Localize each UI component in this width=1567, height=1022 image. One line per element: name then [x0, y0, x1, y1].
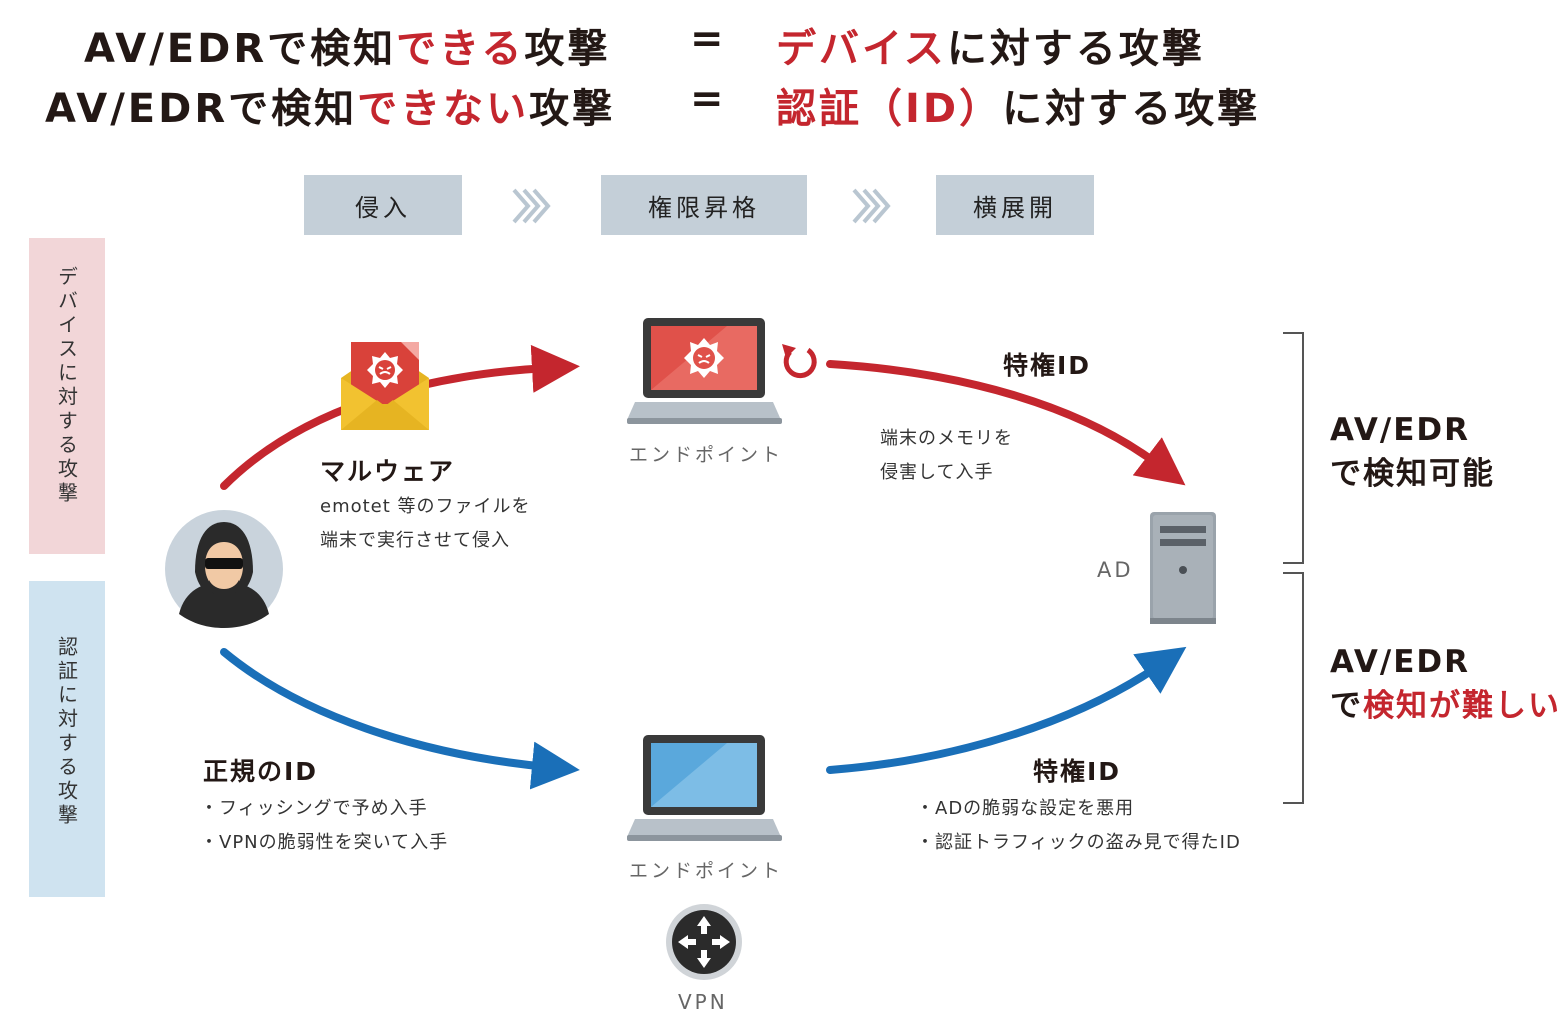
vpn-caption: VPN: [678, 990, 728, 1014]
priv-bullet-2: ・認証トラフィックの盗み見で得たID: [916, 832, 1241, 853]
heading-2-target-red: 認証（ID）: [776, 86, 1003, 132]
heading-1-target-rest: に対する攻撃: [946, 26, 1205, 72]
band-auth-label: 認証に対する攻撃: [54, 636, 79, 828]
stage-chevron-icon: [512, 188, 551, 224]
heading-1-target: デバイスに対する攻撃: [776, 16, 1205, 74]
ad-label: AD: [1097, 558, 1134, 582]
malware-desc-1: emotet 等のファイルを: [320, 496, 531, 517]
verdict-top-line2: で検知可能: [1330, 456, 1495, 492]
endpoint-caption-top: エンドポイント: [629, 444, 784, 466]
server-icon: [1150, 512, 1216, 624]
stage-chevron-icon: [852, 188, 891, 224]
vpn-router-icon: [666, 904, 742, 980]
heading-line-2: AV/EDRで検知できない攻撃: [45, 76, 615, 134]
priv-id-title-bottom: 特権ID: [1033, 757, 1122, 786]
priv-desc-1: 端末のメモリを: [880, 428, 1013, 449]
legit-bullet-1: ・フィッシングで予め入手: [200, 798, 428, 819]
verdict-detectable: AV/EDR で検知可能: [1330, 408, 1495, 496]
priv-id-title-top: 特権ID: [1003, 351, 1092, 380]
refresh-icon: [782, 344, 817, 379]
malware-title: マルウェア: [320, 457, 456, 486]
priv-bullet-1: ・ADの脆弱な設定を悪用: [916, 798, 1135, 819]
legit-bullet-2: ・VPNの脆弱性を突いて入手: [200, 832, 449, 853]
heading-2-trail: 攻撃: [529, 86, 616, 132]
infected-laptop-icon: [627, 318, 782, 424]
verdict-bottom-line1: AV/EDR: [1330, 644, 1470, 680]
legit-id-title: 正規のID: [203, 757, 319, 786]
band-device-label: デバイスに対する攻撃: [54, 266, 79, 506]
stage-intrusion: 侵入: [304, 175, 462, 235]
attacker-icon: [165, 510, 283, 628]
verdict-top-line1: AV/EDR: [1330, 412, 1470, 448]
heading-1-trail: 攻撃: [524, 26, 611, 72]
verdict-bottom-red: 検知が難しい: [1363, 688, 1561, 724]
heading-1-lead: AV/EDRで検知: [84, 26, 397, 72]
band-auth-attacks: 認証に対する攻撃: [29, 581, 105, 897]
heading-2-target-rest: に対する攻撃: [1002, 86, 1261, 132]
bracket-top: [1283, 332, 1304, 564]
stage-privilege-escalation: 権限昇格: [601, 175, 807, 235]
stage-lateral-movement: 横展開: [936, 175, 1094, 235]
laptop-icon: [627, 735, 782, 841]
arrow-legit-id-intrusion: [220, 648, 580, 790]
heading-2-equals: =: [690, 76, 727, 122]
verdict-hard-to-detect: AV/EDR で検知が難しい: [1330, 640, 1561, 728]
verdict-bottom-prefix: で: [1330, 688, 1363, 724]
arrow-priv-to-ad-bottom: [826, 646, 1187, 774]
malware-mail-icon: [341, 342, 429, 430]
heading-1-highlight: できる: [396, 26, 525, 72]
heading-line-1: AV/EDRで検知できる攻撃: [84, 16, 610, 74]
verdict-bottom-line2: で検知が難しい: [1330, 684, 1561, 728]
endpoint-caption-bottom: エンドポイント: [629, 860, 784, 882]
heading-1-equals: =: [690, 16, 727, 62]
heading-2-highlight: できない: [357, 86, 530, 132]
heading-1-target-red: デバイス: [776, 26, 947, 72]
priv-desc-2: 侵害して入手: [880, 462, 994, 483]
heading-2-target: 認証（ID）に対する攻撃: [776, 76, 1260, 134]
band-device-attacks: デバイスに対する攻撃: [29, 238, 105, 554]
bracket-bottom: [1283, 572, 1304, 804]
malware-desc-2: 端末で実行させて侵入: [320, 530, 510, 551]
heading-2-lead: AV/EDRで検知: [45, 86, 358, 132]
arrow-priv-to-ad-top: [826, 360, 1186, 486]
